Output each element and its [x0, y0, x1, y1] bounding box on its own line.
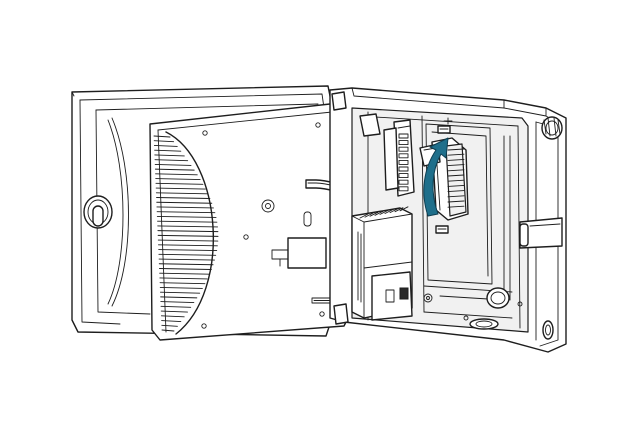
module-rib [447, 195, 465, 198]
grip-rib [156, 215, 217, 218]
vent-slot [364, 212, 374, 218]
grip-rib [159, 282, 206, 285]
grip-rib [158, 244, 218, 247]
grip-rib [156, 197, 211, 199]
terminal-screw [398, 153, 409, 159]
vent-slot [379, 209, 389, 215]
module-rib [447, 184, 465, 187]
terminal-strip [383, 119, 415, 197]
cable-grommet-top [541, 116, 563, 140]
grip-rib [160, 296, 198, 299]
grip-rib [157, 239, 219, 242]
grip-rib [161, 320, 182, 322]
panel-grip-ribs [153, 135, 219, 332]
grip-rib [158, 249, 218, 252]
grip-rib [157, 220, 218, 223]
module-rib [447, 153, 465, 156]
grip-rib [156, 211, 216, 214]
grip-rib [154, 149, 182, 152]
grip-rib [157, 234, 219, 237]
terminal-module-icon [419, 137, 469, 221]
grip-boundary [165, 131, 214, 335]
grip-rib [161, 329, 175, 332]
terminal-screw [398, 166, 409, 172]
terminal-screw [398, 140, 409, 146]
grip-rib [160, 315, 185, 318]
vent-slot [399, 206, 409, 212]
grip-rib [155, 178, 201, 181]
terminal-screw [398, 179, 409, 185]
terminal-screw [398, 186, 409, 192]
terminal-screw [398, 159, 409, 165]
grip-rib [160, 301, 195, 304]
grip-rib [154, 168, 195, 171]
grip-rib [158, 258, 215, 261]
module-rib [447, 169, 465, 172]
terminal-screw [398, 133, 409, 139]
grip-rib [154, 154, 185, 157]
module-rib [447, 200, 465, 203]
panel-details [201, 122, 337, 329]
grip-rib [156, 206, 214, 209]
module-slots [435, 117, 453, 234]
module-rib [447, 158, 465, 161]
grip-rib [159, 272, 210, 275]
grip-rib [153, 140, 175, 143]
vent-slot [359, 213, 369, 219]
vent-slot [394, 207, 404, 213]
curved-arrow-icon [423, 137, 449, 217]
grip-rib [157, 230, 219, 233]
grip-rib [159, 291, 201, 294]
vent-slot [374, 210, 384, 216]
grip-rib [157, 225, 219, 228]
grip-rib [156, 201, 213, 204]
module-rib [447, 164, 465, 167]
vent-slot [384, 209, 394, 214]
grip-rib [159, 286, 203, 289]
terminal-screw [398, 173, 409, 179]
module-rib [447, 190, 465, 193]
grip-rib [155, 187, 206, 190]
vent-slot [369, 211, 379, 217]
grip-rib [160, 310, 188, 313]
grip-rib [154, 163, 192, 166]
module-rib [447, 179, 465, 182]
grip-rib [161, 324, 178, 327]
grip-rib [159, 277, 208, 280]
grip-rib [158, 253, 217, 256]
cabinet-hinges [331, 91, 381, 325]
grip-rib [154, 159, 189, 162]
module-rib [447, 174, 465, 177]
cabinet-knockouts [423, 287, 554, 340]
terminal-screw [398, 146, 409, 152]
grip-rib [160, 305, 192, 308]
grip-rib [155, 182, 204, 185]
module-rib [447, 148, 465, 151]
cabinet-latch [519, 217, 563, 249]
keyhole-icon [83, 195, 113, 229]
grip-rib [153, 135, 171, 138]
transformer-block [351, 206, 413, 321]
grip-rib [158, 263, 214, 266]
module-rib [447, 205, 465, 208]
grip-rib [155, 192, 209, 195]
grip-rib [155, 173, 198, 176]
vent-slot [389, 208, 399, 214]
grip-rib [153, 145, 178, 147]
grip-rib [159, 268, 212, 270]
